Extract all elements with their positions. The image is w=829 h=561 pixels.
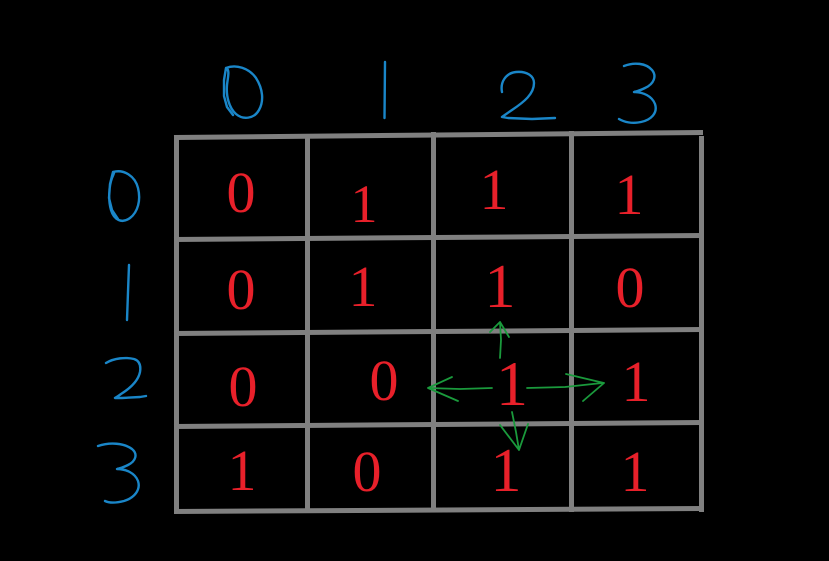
grid-hline-3 [173,420,704,429]
cell-r3c3: 1 [620,439,650,504]
grid-hline-2 [173,327,704,336]
column-header-1-icon [383,60,387,120]
row-header-3-icon [96,442,140,504]
cell-r0c3: 1 [614,162,644,227]
column-header-2-icon [500,70,557,121]
row-header-2-icon [104,356,148,400]
cell-r2c3: 1 [621,349,651,414]
cell-r1c2: 1 [484,253,516,321]
row-header-label-3: 3 [0,0,1,1]
grid-hline-1 [173,233,704,242]
cell-r1c0: 0 [226,257,256,322]
row-header-0-icon [107,170,141,222]
cell-r3c0: 1 [227,438,257,503]
row-header-group [96,170,148,504]
cell-r3c2: 1 [490,437,522,505]
cell-r0c2: 1 [479,157,509,222]
row-header-1-icon [125,263,131,322]
cell-r2c2: 1 [496,348,528,419]
cell-r2c0: 0 [228,354,258,419]
cell-r0c1: 1 [350,174,378,234]
grid-hline-0 [173,130,704,140]
column-header-3-icon [617,62,657,124]
column-header-0-icon [222,65,264,119]
cell-r2c1: 0 [369,348,399,413]
cell-r1c3: 0 [615,255,645,320]
column-header-group [222,60,657,124]
grid-hline-4 [173,506,704,514]
cell-r0c0: 0 [226,160,256,225]
cell-r3c1: 0 [352,439,382,504]
cell-r1c1: 1 [348,254,378,319]
